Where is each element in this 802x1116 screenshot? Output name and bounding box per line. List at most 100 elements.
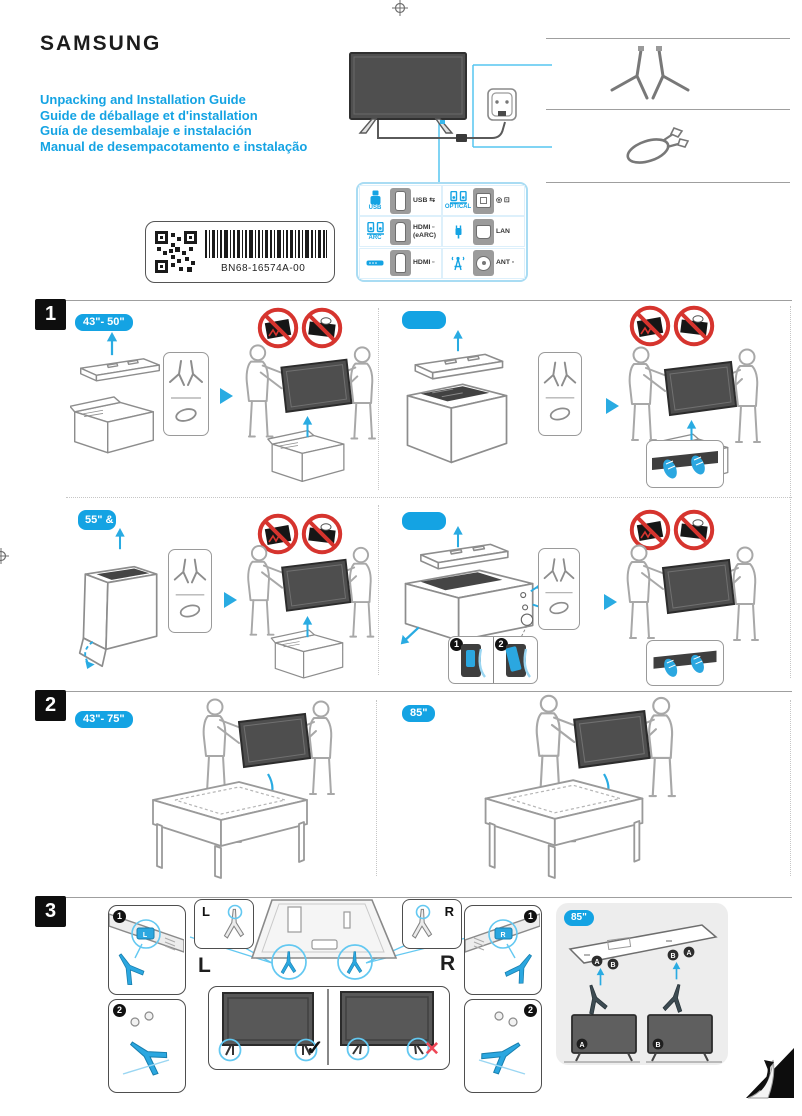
port-row-optical: OPTICAL ◎ ⊡ (442, 185, 525, 216)
accessory-divider-2 (546, 109, 790, 110)
title-en: Unpacking and Installation Guide (40, 92, 246, 107)
hole-a-badge: A (594, 959, 599, 966)
port-row-usb: USB USB ⇆ (359, 185, 442, 216)
tv-power-diagram (349, 52, 552, 184)
accessory-panel (538, 352, 582, 436)
antenna-icon (445, 256, 471, 271)
big-letter-l: L (198, 954, 211, 977)
cable-tie-accessory (626, 126, 690, 164)
page-edge-dotted (790, 700, 791, 876)
right-leg-detail-panel: 2 (464, 999, 542, 1093)
place-on-table-illustration (152, 698, 336, 879)
hdmi-earc-label: HDMI ▫ (413, 224, 435, 232)
step-1-badge: 1 (113, 910, 126, 923)
size-pill-blank-1 (402, 311, 446, 329)
clip-step-1: 1 (449, 637, 494, 683)
size-pill-85: 85" (402, 705, 436, 722)
arc-speakers-icon: ARC (362, 222, 388, 241)
clip-release-inset: 1 2 (448, 636, 538, 684)
ant-port-image (473, 250, 494, 277)
accessory-panel (163, 352, 209, 436)
lift-arrow (452, 330, 464, 352)
size-pill-85-stand: 85" (564, 910, 594, 926)
optical-caption: OPTICAL (444, 204, 472, 210)
step-1-badge: 1 (524, 910, 537, 923)
section3-rule (66, 897, 792, 898)
people-lifting-tv (247, 544, 375, 679)
step-arrow (606, 398, 619, 414)
stand-legs-accessory (610, 46, 690, 100)
section1-row1-separator (378, 308, 379, 490)
stand-85-panel: 85" A B B A A B (556, 903, 728, 1065)
tv-back-with-legs (250, 899, 398, 980)
hole-b-badge: B (610, 962, 615, 969)
people-lifting-tv (245, 344, 376, 483)
ports-legend: USB USB ⇆ OPTICAL ◎ ⊡ ARC HDMI ▫(eARC) L… (356, 182, 528, 282)
size-pill-43-50: 43"- 50" (75, 314, 133, 331)
samsung-logo: SAMSUNG (40, 32, 162, 55)
grip-detail-inset (646, 440, 724, 488)
lan-port-image (473, 218, 494, 245)
step-1-badge: 1 (450, 638, 463, 651)
tv-a-badge: A (579, 1042, 584, 1049)
step-arrow (224, 592, 237, 608)
arc-caption: ARC (368, 235, 382, 242)
model-code: BN68-16574A-00 (221, 263, 306, 274)
optical-port-image (473, 187, 494, 214)
port-row-ant: ANT ▫ (442, 247, 525, 279)
usb-device-icon: USB (362, 190, 388, 211)
soundbar-icon (362, 258, 388, 268)
size-pill-55: 55" & (78, 510, 116, 530)
attach-right-leg-panel: R 1 (464, 905, 542, 995)
hdmi-earc-label2: (eARC) (413, 231, 437, 239)
section1-row-separator (66, 497, 792, 498)
optical-speakers-icon: OPTICAL (445, 191, 471, 210)
ant-label: ANT ▫ (496, 259, 515, 267)
lift-arrow (106, 332, 118, 356)
usb-caption: USB (368, 205, 382, 211)
section1-number: 1 (35, 299, 66, 330)
hdmi-label: HDMI ▫ (413, 259, 435, 267)
accessory-panel (168, 549, 212, 633)
registration-mark-top (392, 0, 408, 16)
slot-letter-l: L (143, 932, 148, 939)
size-pill-43-75: 43"- 75" (75, 711, 133, 728)
hdmi-port-image (390, 250, 411, 277)
section2-rule (66, 691, 792, 692)
usb-label: USB ⇆ (413, 196, 435, 204)
section1-rule (66, 300, 792, 301)
letter-l: L (202, 904, 210, 919)
big-letter-r: R (440, 952, 456, 975)
step-2-badge: 2 (494, 638, 508, 651)
tv-b-badge: B (655, 1042, 660, 1049)
step-2-badge: 2 (113, 1004, 126, 1017)
left-leg-label-box: L (194, 899, 254, 949)
hole-b2-badge: B (670, 953, 675, 960)
cross-icon: ✕ (424, 1039, 440, 1060)
right-leg-label-box: R (402, 899, 462, 949)
optical-out-label: ◎ ⊡ (496, 196, 510, 204)
usb-port-image (390, 187, 411, 214)
grip-detail-inset (646, 640, 724, 686)
qr-code (155, 231, 197, 273)
step-arrow (220, 388, 233, 404)
port-row-hdmi: HDMI ▫ (359, 247, 442, 279)
page-edge-dotted (790, 306, 791, 678)
lan-label: LAN (496, 228, 510, 236)
callout-lines (189, 934, 471, 964)
accessory-divider-3 (546, 182, 790, 183)
guide-titles: Unpacking and Installation Guide Guide d… (40, 92, 307, 154)
letter-r: R (444, 904, 454, 919)
title-fr: Guide de déballage et d'installation (40, 107, 258, 123)
accessory-panel (538, 548, 580, 630)
port-row-lan: LAN (442, 216, 525, 248)
hole-a2-badge: A (686, 950, 691, 957)
hdmi-earc-port-image (390, 218, 411, 245)
title-pt: Manual de desempacotamento e instalação (40, 138, 308, 154)
product-label: BN68-16574A-00 (145, 221, 335, 283)
left-leg-detail-panel: 2 (108, 999, 186, 1093)
place-on-table-illustration-85 (484, 694, 677, 879)
open-box-illustration (70, 396, 155, 454)
ethernet-plug-icon (445, 224, 471, 239)
